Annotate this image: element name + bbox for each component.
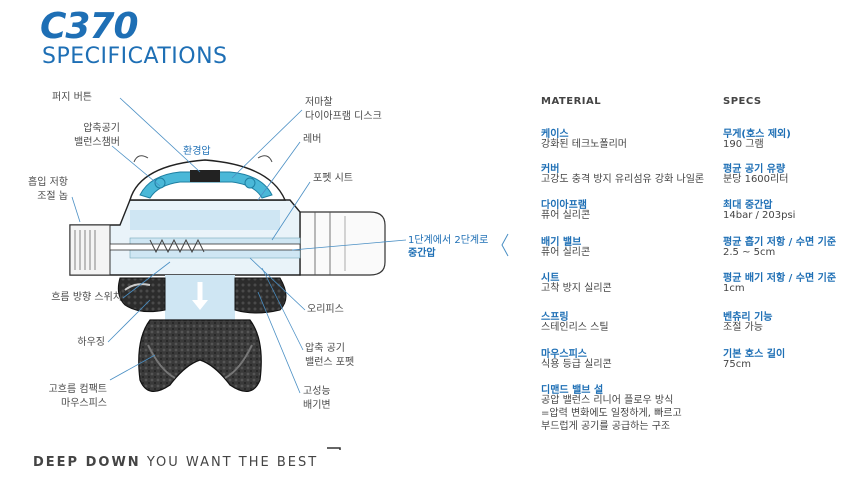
label-purge: 퍼지 버튼	[52, 91, 92, 105]
label-mouthpiece: 고흐름 컴팩트 마우스피스	[10, 383, 107, 411]
exhaust-valve	[235, 278, 286, 313]
spec-value: 조절 가능	[723, 321, 763, 334]
label-flow-switch: 흐름 방향 스위치	[4, 291, 122, 305]
label-ambient: 환경압	[183, 145, 211, 159]
tagline-rest: YOU WANT THE BEST	[147, 455, 318, 470]
label-exhaust: 고성능 배기변	[303, 385, 331, 413]
tagline-bold: DEEP DOWN	[33, 455, 141, 470]
label-inhale-knob: 흡입 저항 조절 놉	[6, 176, 68, 204]
spec-value: 2.5 ~ 5cm	[723, 246, 775, 259]
spec-value: 분당 1600리터	[723, 173, 788, 186]
label-poppet-seat: 포펫 시트	[313, 172, 353, 186]
label-orifice: 오리피스	[307, 303, 344, 317]
spec-value: 1cm	[723, 282, 745, 295]
material-value: 고착 방지 실리콘	[541, 282, 612, 295]
label-intermediate-2: 중간압	[408, 247, 436, 261]
material-value: 공압 밸런스 리니어 플로우 방식 =압력 변화에도 일정하게, 빠르고 부드럽…	[541, 394, 682, 433]
label-diaphragm: 저마찰 다이아프램 디스크	[305, 96, 382, 124]
label-housing: 하우징	[30, 336, 105, 350]
label-lever: 레버	[303, 133, 321, 147]
mouthpiece-body	[139, 320, 262, 391]
spec-value: 75cm	[723, 358, 751, 371]
material-value: 퓨어 실리콘	[541, 209, 590, 222]
spec-value: 190 그램	[723, 138, 764, 151]
material-value: 강화된 테크노폴리머	[541, 138, 627, 151]
flow-switch	[118, 278, 165, 312]
material-value: 식용 등급 실리콘	[541, 358, 612, 371]
material-value: 스테인리스 스틸	[541, 321, 609, 334]
material-heading: MATERIAL	[541, 96, 601, 107]
material-value: 퓨어 실리콘	[541, 246, 590, 259]
label-comp-poppet: 압축 공기 밸런스 포펫	[305, 342, 354, 370]
spec-value: 14bar / 203psi	[723, 209, 795, 222]
label-comp-chamber: 압축공기 밸런스챔버	[48, 122, 120, 150]
tagline: DEEP DOWN YOU WANT THE BEST	[33, 455, 318, 470]
label-intermediate-1: 1단계에서 2단계로	[408, 234, 488, 248]
material-value: 고강도 충격 방지 유리섬유 강화 나일론	[541, 173, 704, 186]
hose-connector	[300, 212, 385, 275]
specs-heading: SPECS	[723, 96, 762, 107]
